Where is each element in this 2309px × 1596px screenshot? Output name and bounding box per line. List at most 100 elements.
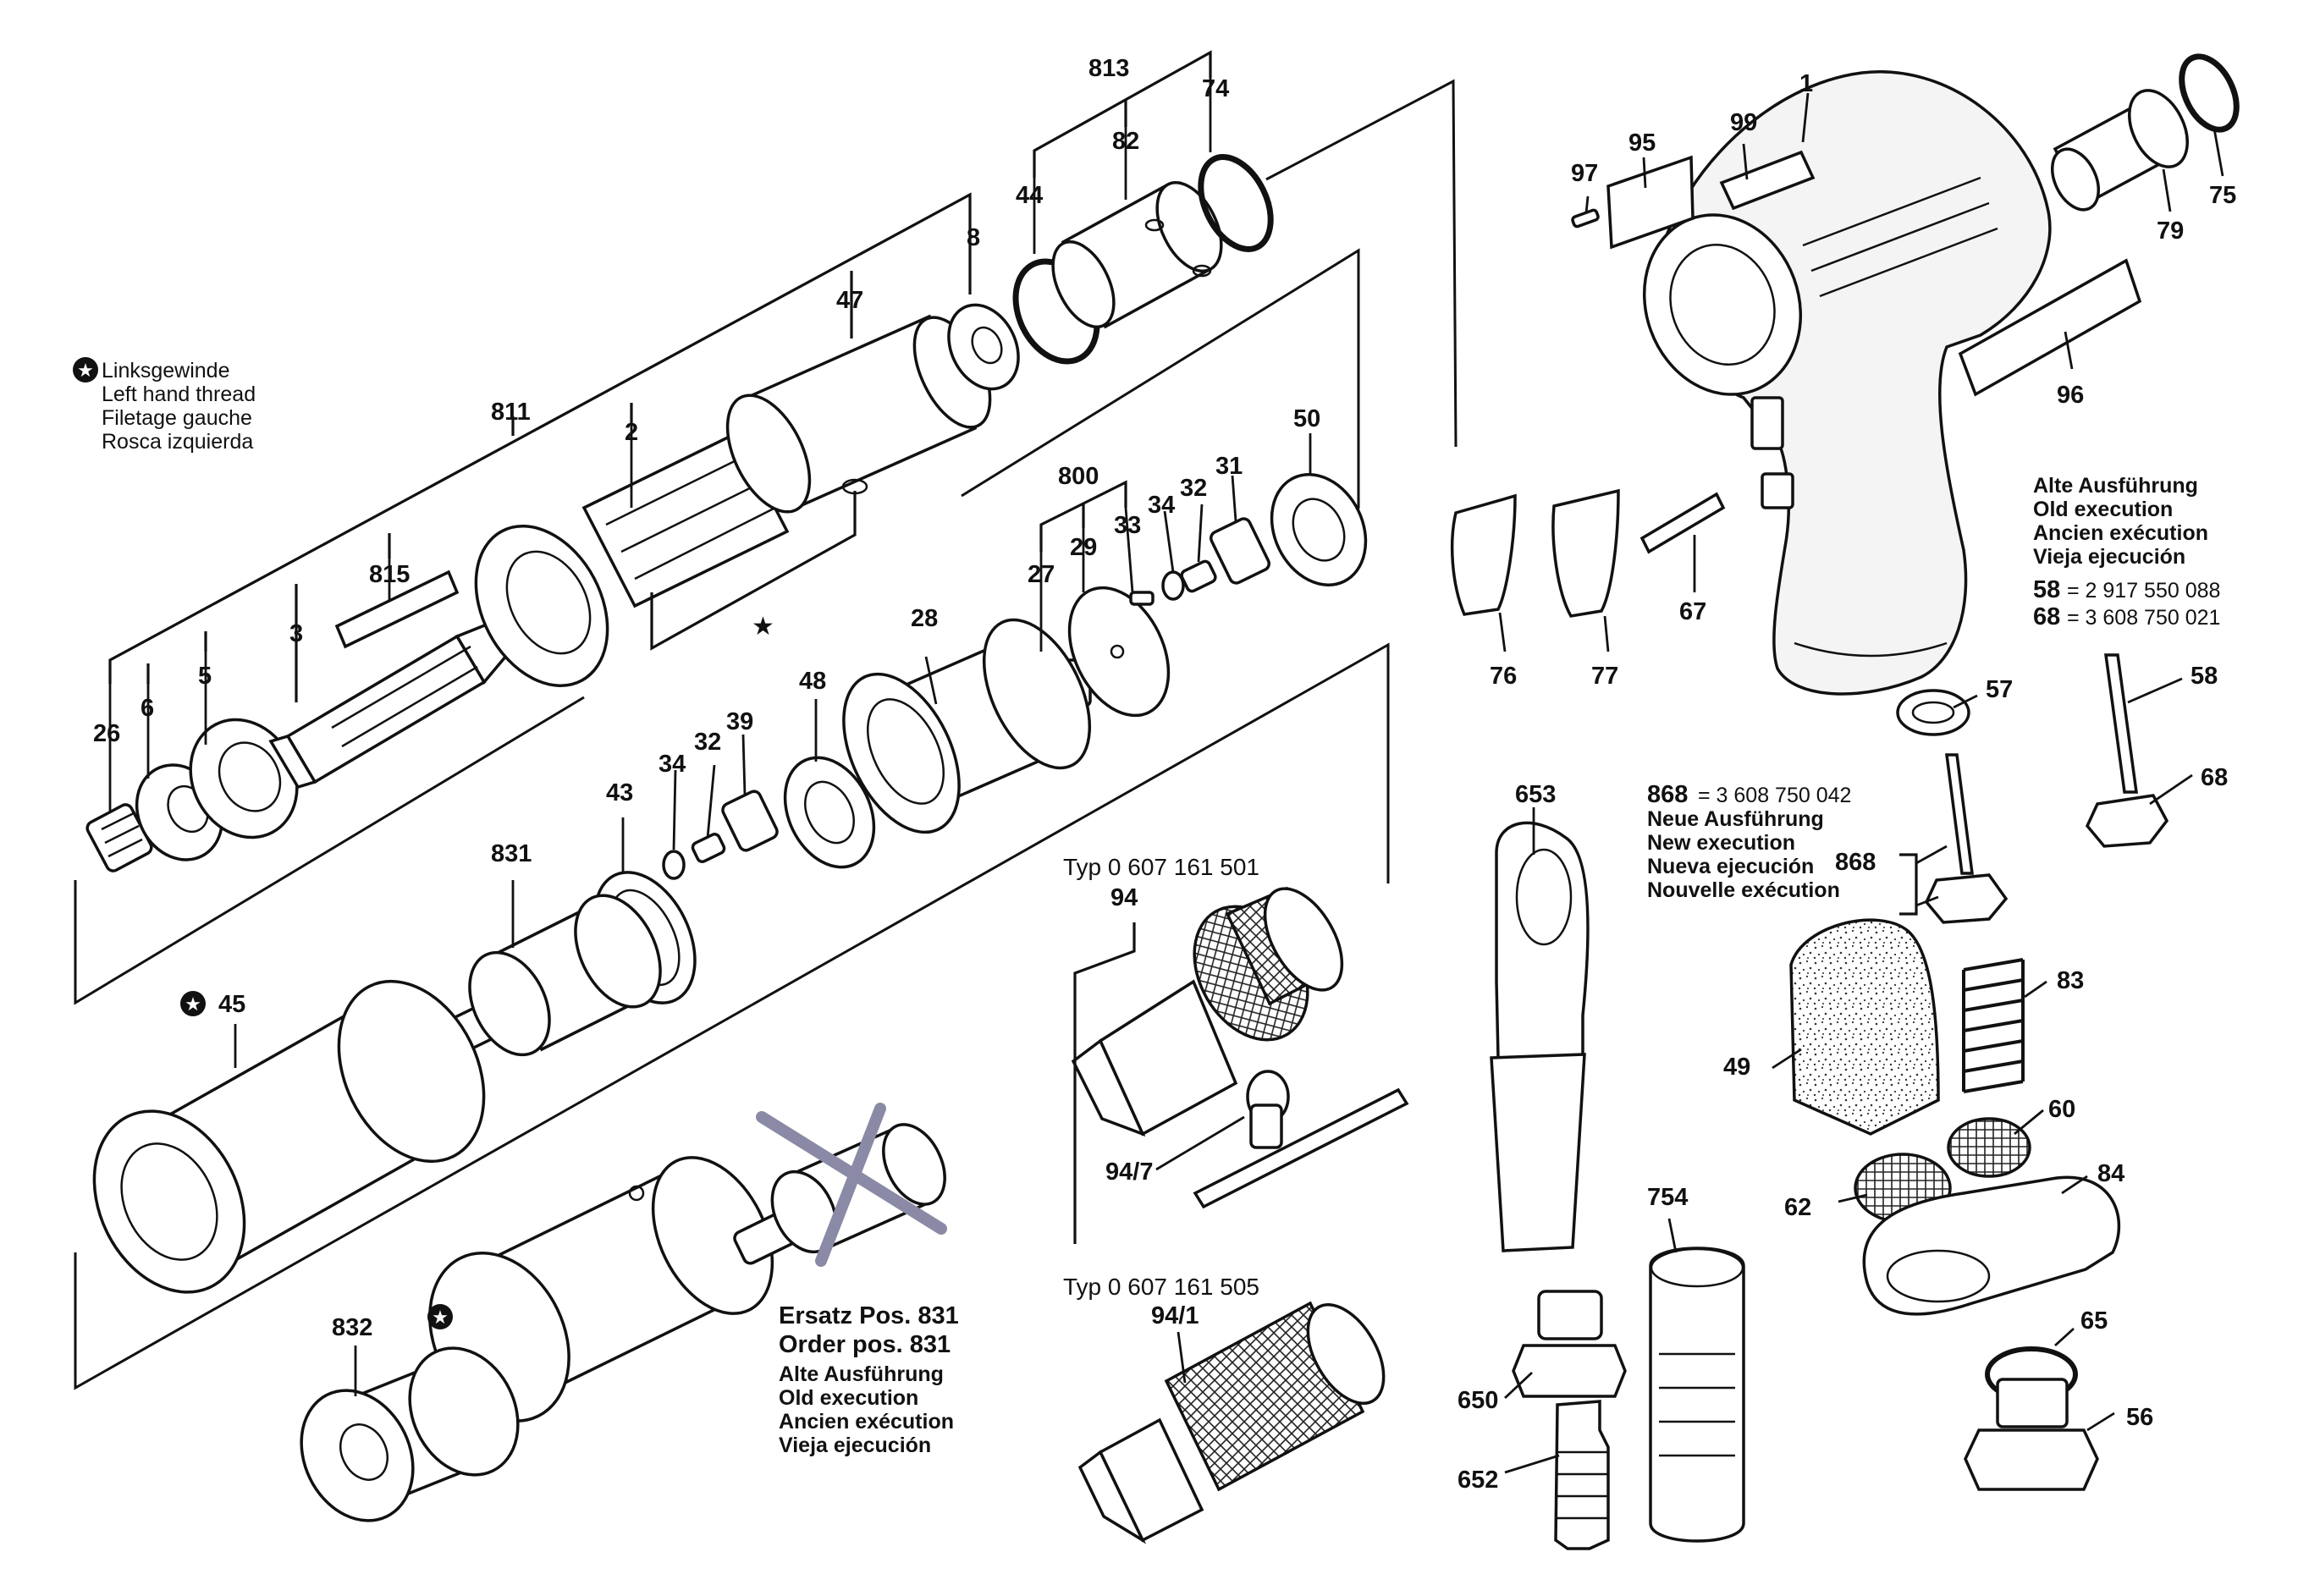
label-26: 26 xyxy=(93,720,120,747)
chuck-type-a: Typ 0 607 161 501 xyxy=(1063,854,1259,880)
label-868: 868 xyxy=(1835,849,1876,876)
label-62: 62 xyxy=(1784,1194,1811,1221)
part-28-ring-gear xyxy=(842,618,1092,834)
old-version-68-code: = 3 608 750 021 xyxy=(2067,606,2220,630)
left-thread-icon-45 xyxy=(180,991,206,1016)
label-832: 832 xyxy=(332,1314,372,1341)
label-813: 813 xyxy=(1088,55,1129,82)
part-2-cylinder xyxy=(474,431,790,687)
part-831-spindle xyxy=(428,894,662,1062)
label-3: 3 xyxy=(289,620,303,647)
label-33: 33 xyxy=(1114,512,1141,539)
new-version-line-1: Neue Ausführung xyxy=(1647,807,1824,831)
label-82: 82 xyxy=(1112,128,1139,155)
label-95: 95 xyxy=(1628,129,1656,157)
part-75-o-ring xyxy=(2179,53,2240,133)
label-96: 96 xyxy=(2057,382,2084,409)
left-thread-icon-45-glyph: ★ xyxy=(185,994,201,1015)
label-47: 47 xyxy=(836,287,863,314)
old-version-line-4: Vieja ejecución xyxy=(2033,545,2185,569)
part-50-washer xyxy=(1270,473,1368,586)
part-76-trigger xyxy=(1450,493,1517,616)
label-800: 800 xyxy=(1058,463,1099,490)
old-version-note: Alte Ausführung Old execution Ancien exé… xyxy=(2033,474,2220,630)
label-43: 43 xyxy=(606,779,633,806)
label-60: 60 xyxy=(2048,1096,2075,1123)
star-markers: ★ ★ ★ xyxy=(180,612,774,1329)
new-version-868-code: = 3 608 750 042 xyxy=(1698,784,1851,807)
label-5: 5 xyxy=(198,663,212,690)
part-97-screw xyxy=(1571,208,1600,228)
part-60-screen xyxy=(1947,1117,2031,1178)
old-version-58-code: = 2 917 550 088 xyxy=(2067,579,2220,603)
label-32-top: 32 xyxy=(1180,475,1207,502)
label-67: 67 xyxy=(1679,598,1706,625)
label-815: 815 xyxy=(369,561,410,588)
label-652: 652 xyxy=(1458,1467,1498,1494)
new-version-note: 868 = 3 608 750 042 Neue Ausführung New … xyxy=(1647,781,1851,902)
label-754: 754 xyxy=(1647,1184,1688,1211)
part-34-washer-top xyxy=(1161,570,1185,601)
part-74-o-ring xyxy=(1198,154,1274,252)
replacement-note-line-4: Old execution xyxy=(779,1386,918,1410)
part-39-planet-gear xyxy=(721,790,779,852)
label-34-top: 34 xyxy=(1148,492,1175,519)
new-version-line-2: New execution xyxy=(1647,831,1795,855)
chuck-type-b: Typ 0 607 161 505 xyxy=(1063,1274,1259,1300)
replacement-note: Ersatz Pos. 831 Order pos. 831 Alte Ausf… xyxy=(779,1302,959,1457)
label-94-1: 94/1 xyxy=(1151,1302,1199,1329)
part-84-filter-housing xyxy=(1862,1175,2121,1316)
replacement-note-line-3: Alte Ausführung xyxy=(779,1362,944,1386)
part-31-planet-gear xyxy=(1210,517,1270,585)
replacement-note-line-5: Ancien exécution xyxy=(779,1410,954,1434)
part-33-pin xyxy=(1129,591,1154,606)
label-83: 83 xyxy=(2057,967,2084,994)
part-815-vanes xyxy=(334,570,460,649)
new-version-line-3: Nueva ejecución xyxy=(1647,855,1814,878)
part-99-label xyxy=(1719,150,1816,211)
part-3-rotor xyxy=(268,614,522,790)
part-32-needle-top xyxy=(1180,559,1217,593)
label-56: 56 xyxy=(2126,1404,2153,1431)
part-8-bearing xyxy=(947,303,1020,391)
part-83-spring xyxy=(1962,958,2025,1093)
part-49-filter xyxy=(1789,918,1940,1136)
left-thread-star-glyph: ★ xyxy=(77,360,94,382)
part-34-washer-bottom xyxy=(662,850,686,880)
part-45-nose-housing xyxy=(92,979,486,1294)
part-32-needle-bottom xyxy=(691,833,726,863)
label-29: 29 xyxy=(1070,534,1097,561)
old-version-58-num: 58 xyxy=(2033,576,2060,603)
label-79: 79 xyxy=(2157,217,2184,245)
replacement-note-line-2: Order pos. 831 xyxy=(779,1331,951,1358)
leader-lines xyxy=(108,50,2224,1474)
part-1-housing xyxy=(1642,70,2052,696)
thread-legend: ★ Linksgewinde Left hand thread Filetage… xyxy=(73,357,256,454)
housing-trigger-slot xyxy=(1750,396,1784,450)
part-68-cap xyxy=(2085,794,2169,848)
label-94-7: 94/7 xyxy=(1105,1158,1153,1186)
label-27: 27 xyxy=(1028,561,1055,588)
old-version-line-1: Alte Ausführung xyxy=(2033,474,2198,498)
part-number-labels: 1 2 3 5 6 8 26 27 28 29 31 32 32 33 34 3… xyxy=(93,55,2236,1494)
label-2: 2 xyxy=(625,419,638,446)
label-31: 31 xyxy=(1215,453,1243,480)
label-45: 45 xyxy=(218,991,245,1018)
part-47-housing xyxy=(725,314,992,514)
star-marker-bracket: ★ xyxy=(752,612,774,641)
label-831: 831 xyxy=(491,840,532,867)
label-74: 74 xyxy=(1202,75,1229,102)
part-67-pin xyxy=(1639,492,1726,554)
left-thread-icon-housing xyxy=(427,1304,453,1329)
legend-line-2: Left hand thread xyxy=(102,382,256,406)
left-thread-star-icon xyxy=(73,357,98,382)
part-831-old-spindle xyxy=(733,1103,947,1267)
label-49: 49 xyxy=(1723,1054,1750,1081)
label-97: 97 xyxy=(1571,160,1598,187)
label-39: 39 xyxy=(726,708,753,735)
part-58-tube xyxy=(2103,653,2139,794)
part-650-fitting xyxy=(1512,1290,1627,1398)
part-832-nose-cap xyxy=(300,1346,520,1522)
label-28: 28 xyxy=(911,605,938,632)
